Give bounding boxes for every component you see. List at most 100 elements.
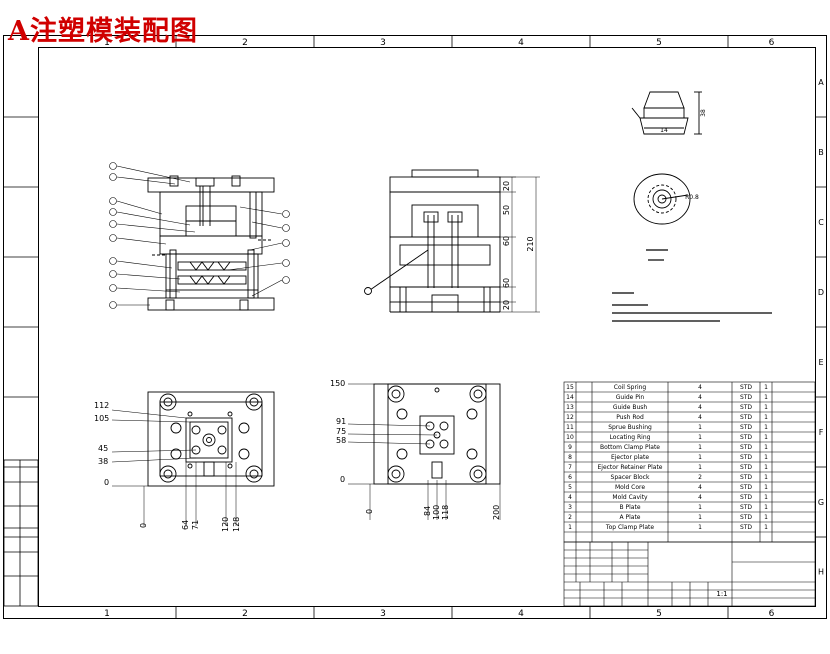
- dim-200: 200: [492, 505, 501, 520]
- dim-120: 120: [221, 517, 230, 532]
- bom-cell-count: 1: [764, 524, 768, 531]
- row-label-right: H: [818, 568, 824, 577]
- dim-0-left: 0: [104, 478, 109, 487]
- left-signature-block: [3, 459, 39, 607]
- dim-91: 91: [336, 417, 346, 426]
- dim-58: 58: [336, 436, 346, 445]
- bom-cell-no: 4: [568, 494, 572, 501]
- bom-cell-name: Push Rod: [616, 414, 644, 421]
- bom-cell-material: STD: [740, 514, 752, 521]
- part-dim-height: 38: [700, 109, 707, 117]
- bom-cell-qty: 4: [698, 494, 702, 501]
- bom-cell-name: Guide Bush: [613, 404, 648, 411]
- plan-view-left-labels: 112 105 45 38 0 0 64 71 120 128: [94, 401, 241, 532]
- bom-cell-count: 1: [764, 384, 768, 391]
- dim-0-mid-left: 0: [340, 475, 345, 484]
- bom-cell-no: 9: [568, 444, 572, 451]
- bom-cell-count: 1: [764, 454, 768, 461]
- bom-cell-no: 3: [568, 504, 572, 511]
- bom-cell-name: Top Clamp Plate: [605, 524, 654, 531]
- part-drawing-labels: 38 14 R0.8: [660, 109, 707, 201]
- section-view: [147, 175, 275, 311]
- dim-210: 210: [526, 236, 535, 251]
- column-label-top: 1: [104, 38, 110, 48]
- bom-cell-count: 1: [764, 494, 768, 501]
- part-radius-label: R0.8: [685, 194, 699, 201]
- bom-cell-qty: 1: [698, 454, 702, 461]
- dim-71: 71: [191, 520, 200, 530]
- scale-value: 1:1: [716, 590, 727, 598]
- bom-cell-material: STD: [740, 504, 752, 511]
- technical-notes: [612, 249, 772, 322]
- bom-cell-qty: 1: [698, 444, 702, 451]
- row-label-right: D: [818, 288, 824, 297]
- dim-150: 150: [330, 379, 345, 388]
- bom-cell-no: 8: [568, 454, 572, 461]
- bom-cell-qty: 4: [698, 394, 702, 401]
- dim-0-mid-bottom: 0: [365, 509, 374, 514]
- bom-cell-count: 1: [764, 504, 768, 511]
- bom-cell-no: 12: [566, 414, 574, 421]
- column-label-top: 2: [242, 38, 248, 48]
- bom-cell-material: STD: [740, 404, 752, 411]
- dim-84: 84: [423, 506, 432, 516]
- bom-cell-no: 1: [568, 524, 572, 531]
- bom-cell-count: 1: [764, 404, 768, 411]
- dim-45: 45: [98, 444, 108, 453]
- column-label-bottom: 3: [380, 609, 386, 619]
- dim-75: 75: [336, 427, 346, 436]
- bom-cell-no: 7: [568, 464, 572, 471]
- section-balloons: [109, 162, 290, 309]
- dim-100: 100: [432, 505, 441, 520]
- bom-cell-material: STD: [740, 484, 752, 491]
- bom-cell-no: 15: [566, 384, 574, 391]
- dim-112: 112: [94, 401, 109, 410]
- bom-cell-material: STD: [740, 444, 752, 451]
- bom-cell-name: A Plate: [619, 514, 640, 521]
- bom-cell-name: Ejector plate: [611, 454, 649, 461]
- bom-cell-name: Sprue Bushing: [608, 424, 652, 431]
- plan-view-left-dims: [111, 409, 237, 526]
- bom-cell-no: 10: [566, 434, 574, 441]
- dim-60-upper: 60: [502, 236, 511, 246]
- bom-cell-qty: 2: [698, 474, 702, 481]
- column-label-top: 5: [656, 38, 662, 48]
- plan-view-middle-dims: [347, 383, 501, 520]
- plan-view-middle-labels: 150 91 75 58 0 0 84 100 118 200: [330, 379, 501, 520]
- bom-cell-count: 1: [764, 474, 768, 481]
- row-label-right: C: [818, 218, 824, 227]
- front-view: [364, 169, 501, 313]
- front-view-dim-labels: 20 50 60 210 60 20: [502, 181, 535, 310]
- bom-cell-no: 13: [566, 404, 574, 411]
- bom-cell-no: 6: [568, 474, 572, 481]
- bom-cell-qty: 1: [698, 524, 702, 531]
- column-label-bottom: 4: [518, 609, 524, 619]
- column-label-top: 3: [380, 38, 386, 48]
- column-label-bottom: 2: [242, 609, 248, 619]
- bom-cell-material: STD: [740, 494, 752, 501]
- drawing-title: A注塑模装配图: [8, 16, 198, 47]
- bom-cell-name: B Plate: [619, 504, 640, 511]
- bom-cell-count: 1: [764, 464, 768, 471]
- dim-50: 50: [502, 205, 511, 215]
- row-label-right: F: [819, 428, 824, 437]
- bom-cell-material: STD: [740, 454, 752, 461]
- dim-20-bottom: 20: [502, 300, 511, 310]
- bom-cell-material: STD: [740, 434, 752, 441]
- bom-cell-qty: 1: [698, 464, 702, 471]
- bom-cell-count: 1: [764, 424, 768, 431]
- column-label-bottom: 5: [656, 609, 662, 619]
- bom-cell-no: 2: [568, 514, 572, 521]
- bom-cell-name: Mold Cavity: [612, 494, 648, 501]
- bom-cell-name: Locating Ring: [610, 434, 651, 441]
- part-dim-width: 14: [660, 127, 668, 134]
- bom-cell-name: Ejector Retainer Plate: [597, 464, 662, 471]
- bom-cell-material: STD: [740, 384, 752, 391]
- dim-105: 105: [94, 414, 109, 423]
- bom-cell-no: 11: [566, 424, 574, 431]
- bom-cell-no: 14: [566, 394, 574, 401]
- bom-cell-name: Mold Core: [615, 484, 645, 491]
